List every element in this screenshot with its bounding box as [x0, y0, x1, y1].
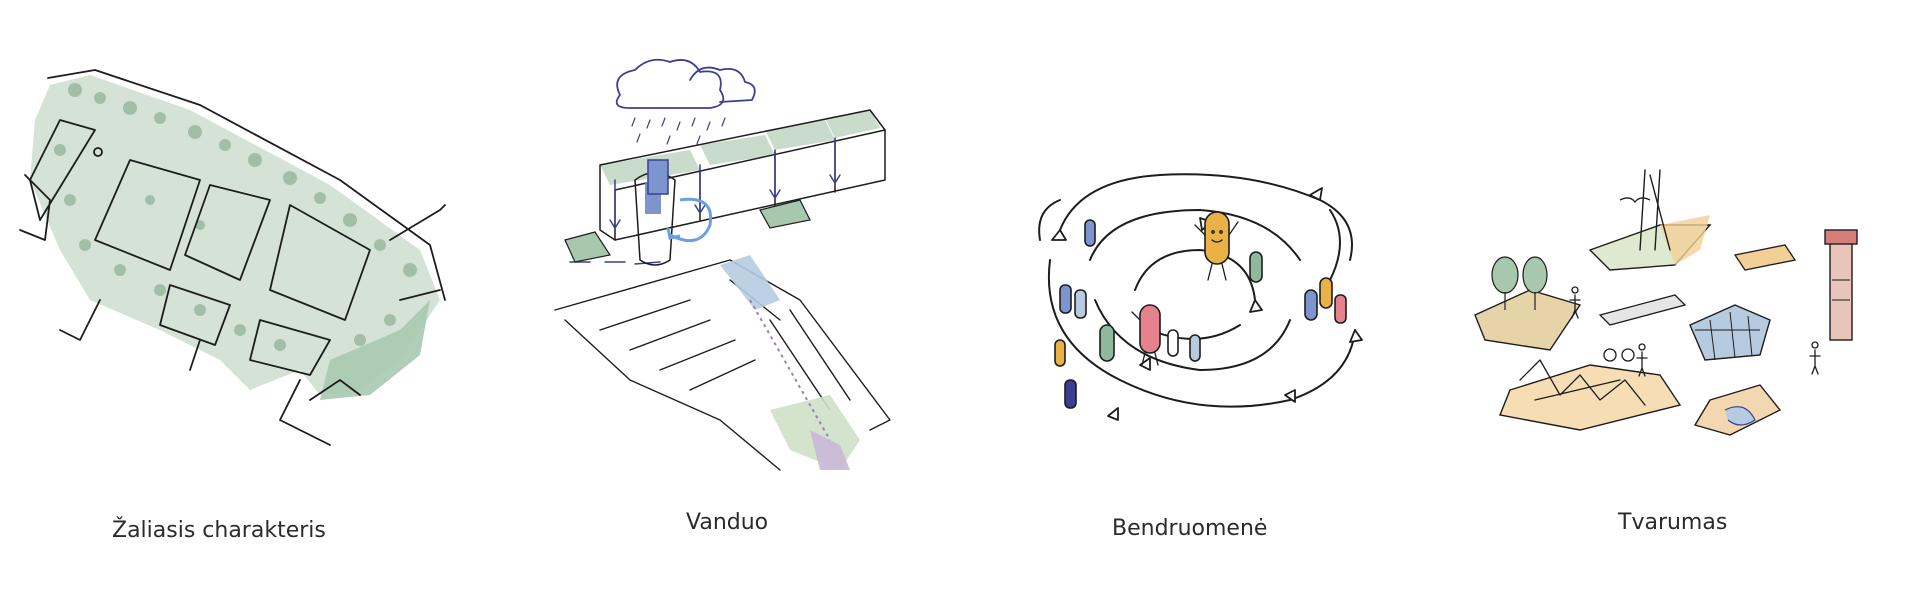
sustainability-activities-icon — [1474, 169, 1858, 436]
panel-community: Bendruomenė — [1000, 0, 1400, 616]
panel-sustainability: Tvarumas — [1460, 0, 1920, 616]
panel-green-character: Žaliasis charakteris — [0, 0, 460, 616]
panel-caption: Tvarumas — [1618, 510, 1728, 535]
panel-caption: Žaliasis charakteris — [112, 518, 326, 543]
community-people-icon — [1038, 173, 1363, 421]
panel-water: Vanduo — [540, 0, 940, 616]
green-network-map-icon — [19, 69, 446, 446]
rainwater-flow-icon — [554, 58, 891, 471]
panel-caption: Bendruomenė — [1112, 516, 1268, 541]
panel-caption: Vanduo — [686, 510, 769, 535]
